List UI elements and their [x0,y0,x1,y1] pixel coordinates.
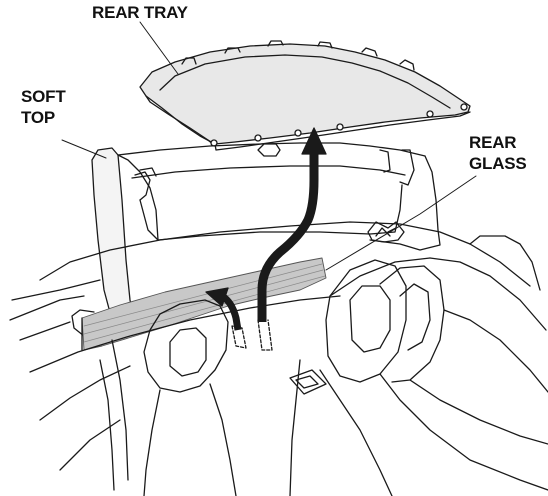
rear-glass-label-line2: GLASS [469,154,527,173]
soft-top-label-line1: SOFT [21,87,66,106]
rear-tray-label: REAR TRAY [92,3,188,22]
rear-tray [139,40,471,151]
car-body [9,221,548,496]
rear-glass-label-line1: REAR [469,133,517,152]
soft-top-label-line2: TOP [21,108,56,127]
soft-top [71,142,441,339]
leader-lines [61,21,477,271]
lift-arrow [257,127,327,322]
release-arrow [205,287,242,331]
